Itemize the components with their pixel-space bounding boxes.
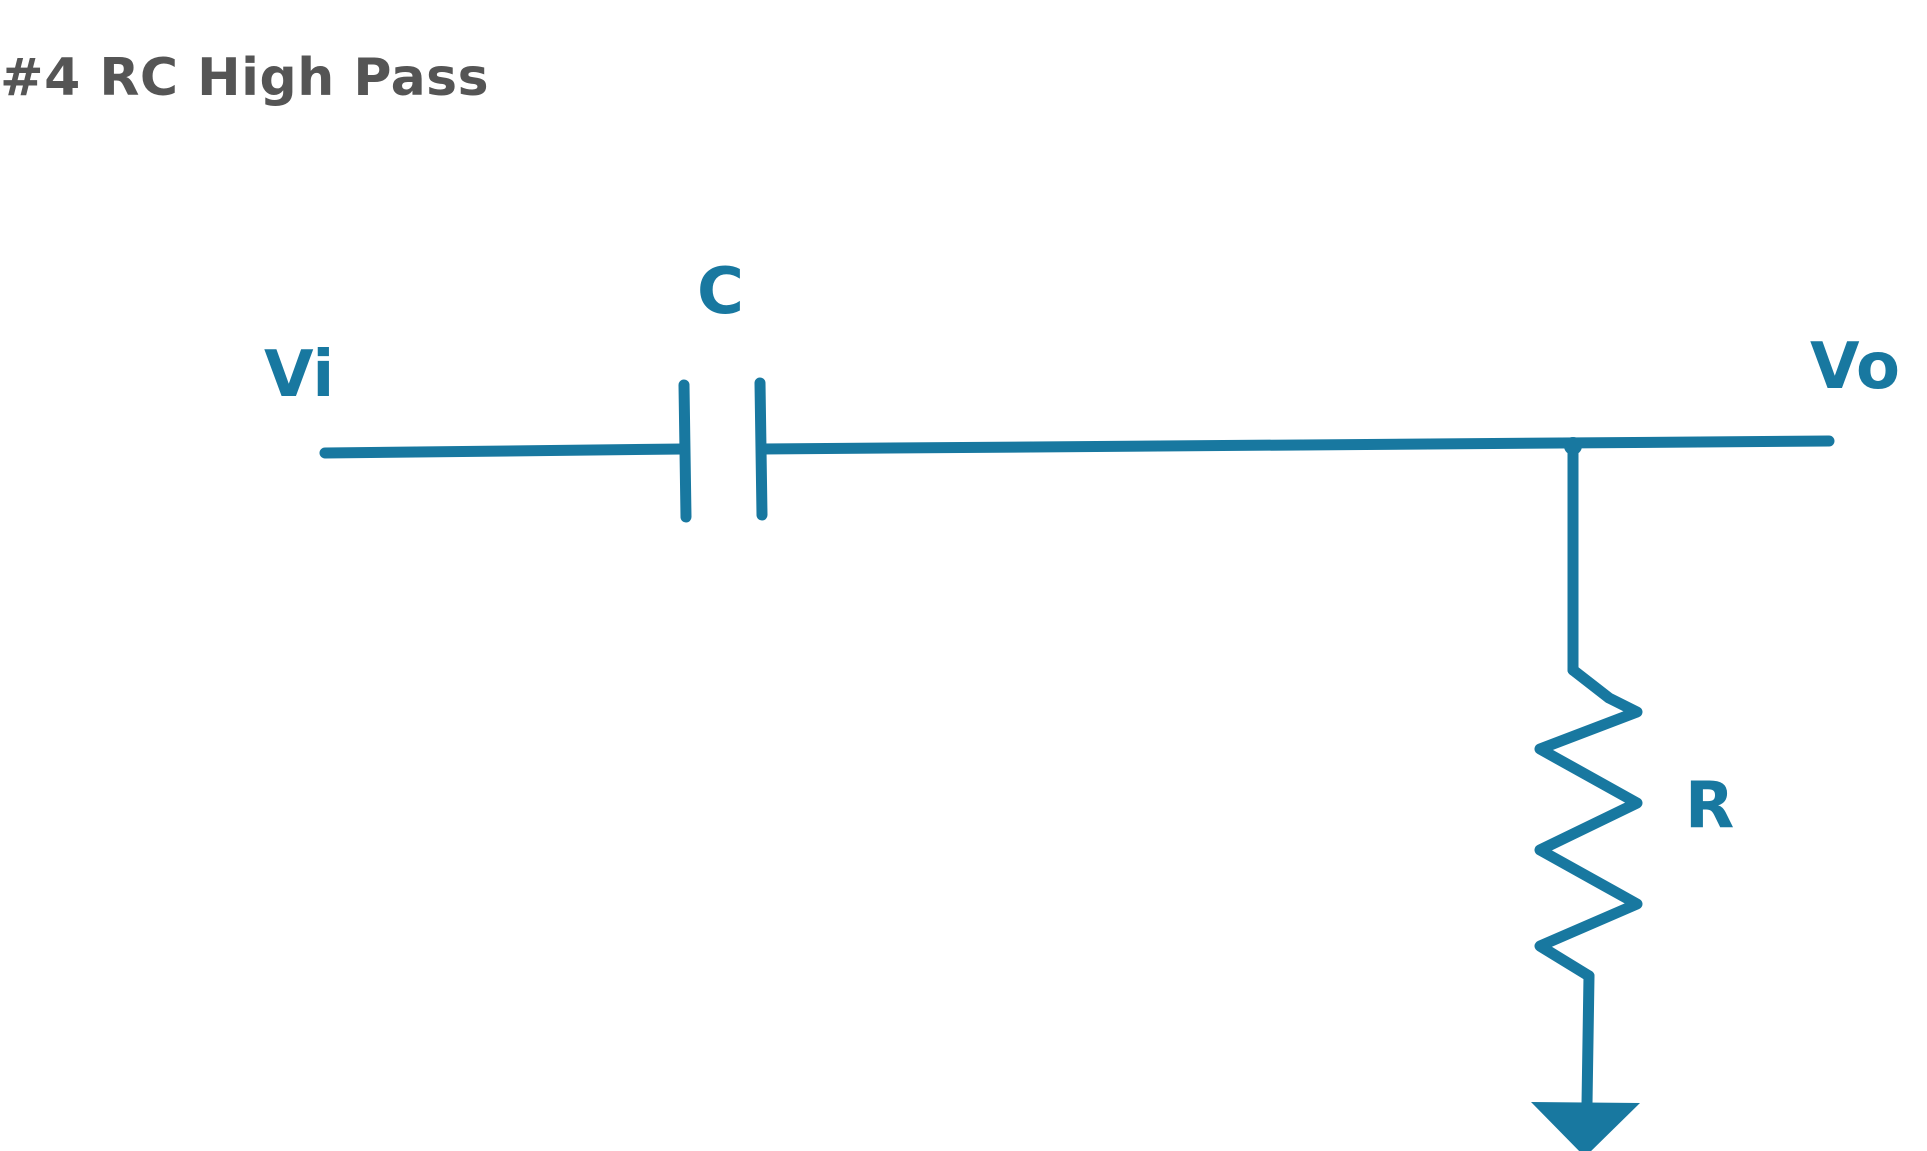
resistor-label: R (1685, 769, 1734, 843)
output-label: Vo (1810, 330, 1900, 404)
capacitor-left-plate (678, 379, 692, 523)
resistor-zigzag (1534, 664, 1643, 982)
circuit-group (319, 377, 1835, 1151)
capacitor-label: C (697, 255, 744, 329)
output-wire (756, 435, 1835, 455)
ground-icon (1531, 1102, 1640, 1151)
page-title: #4 RC High Pass (0, 48, 490, 108)
input-wire (319, 443, 689, 459)
ground-wire (1581, 970, 1595, 1110)
input-label: Vi (264, 338, 334, 412)
